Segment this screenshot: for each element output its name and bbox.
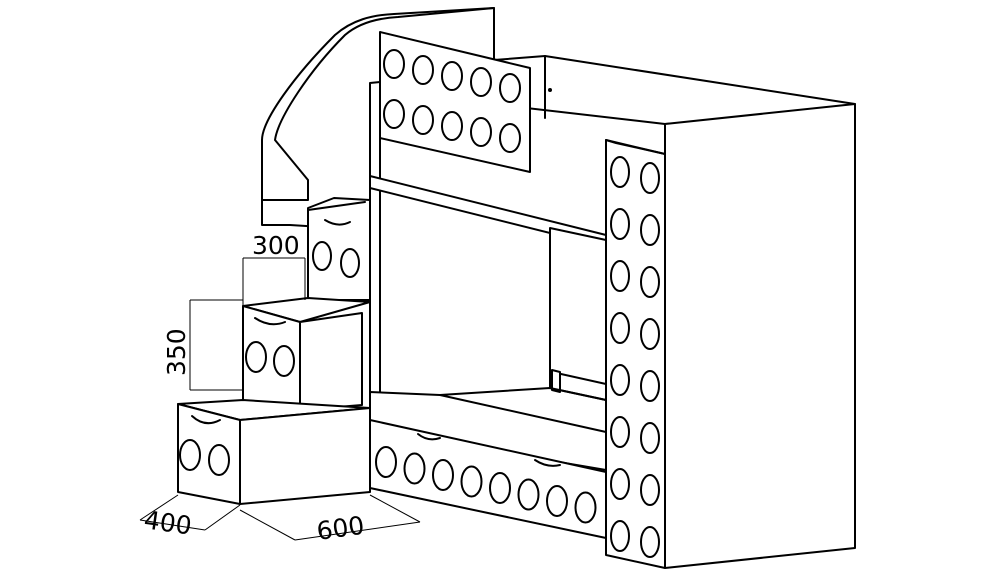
lower-back-bracket bbox=[551, 369, 561, 393]
drawer-stud bbox=[489, 472, 511, 504]
post-stud bbox=[610, 468, 630, 500]
post-stud bbox=[640, 266, 660, 298]
drawer-stud bbox=[574, 491, 597, 524]
post-stud bbox=[610, 312, 630, 344]
post-stud bbox=[610, 520, 630, 552]
stair-step-bottom-side bbox=[239, 407, 371, 505]
headboard-stud bbox=[412, 105, 434, 135]
step-stud bbox=[179, 439, 201, 471]
headboard-stud bbox=[383, 49, 405, 79]
post-stud bbox=[640, 318, 660, 350]
dimension-400-lines bbox=[139, 494, 241, 531]
headboard-stud bbox=[470, 67, 492, 97]
post-stud bbox=[640, 370, 660, 402]
dimension-400: 400 bbox=[139, 494, 241, 541]
step-bottom-handle bbox=[191, 415, 221, 425]
drawer-stud bbox=[460, 465, 483, 498]
post-stud bbox=[610, 364, 630, 396]
dimension-600: 600 bbox=[239, 494, 421, 546]
front-right-post bbox=[605, 139, 666, 569]
dimension-600-lines bbox=[239, 494, 421, 541]
post-stud bbox=[640, 162, 660, 194]
post-stud bbox=[640, 474, 660, 506]
step-middle-handle bbox=[254, 317, 286, 326]
headboard-stud bbox=[499, 73, 521, 103]
dimension-350-label: 350 bbox=[162, 328, 191, 376]
dimension-300: 300 bbox=[242, 231, 306, 306]
rear-panel-curve bbox=[261, 7, 495, 141]
post-top-edge bbox=[605, 139, 666, 155]
post-stud bbox=[610, 260, 630, 292]
stair-step-middle-side bbox=[299, 312, 363, 411]
dimension-600-label: 600 bbox=[315, 511, 366, 546]
stud-group bbox=[179, 49, 660, 558]
headboard-stud bbox=[412, 55, 434, 85]
headboard-stud bbox=[470, 117, 492, 147]
post-stud bbox=[640, 526, 660, 558]
headboard-stud bbox=[383, 99, 405, 129]
post-stud bbox=[610, 156, 630, 188]
step-stud bbox=[312, 241, 332, 271]
left-head-post bbox=[369, 81, 381, 403]
headboard-stud bbox=[441, 61, 463, 91]
step-top-lid bbox=[307, 201, 366, 211]
drawer-stud bbox=[546, 485, 568, 517]
dimension-350-lines bbox=[189, 299, 243, 391]
post-stud bbox=[610, 416, 630, 448]
rear-screw-dot bbox=[548, 88, 552, 92]
dimension-350: 350 bbox=[162, 299, 243, 391]
drawer-stud bbox=[375, 446, 397, 478]
drawer-handle-2 bbox=[534, 459, 561, 467]
step-stud bbox=[208, 444, 230, 476]
step-stud bbox=[340, 248, 360, 278]
headboard-stud bbox=[441, 111, 463, 141]
step-stud bbox=[273, 345, 295, 377]
headboard-stud bbox=[499, 123, 521, 153]
step-stud bbox=[245, 341, 267, 373]
lower-deck-back-edge bbox=[439, 387, 607, 401]
right-side-panel bbox=[664, 103, 856, 569]
dimension-300-lines bbox=[242, 257, 306, 306]
drawer-stud bbox=[432, 459, 454, 491]
post-stud bbox=[640, 422, 660, 454]
dimension-300-label: 300 bbox=[252, 231, 300, 260]
drawer-handle-1 bbox=[417, 433, 441, 441]
dimension-400-label: 400 bbox=[142, 505, 193, 540]
step-top-handle bbox=[324, 219, 351, 226]
drawer-stud bbox=[517, 478, 540, 511]
post-stud bbox=[610, 208, 630, 240]
post-stud bbox=[640, 214, 660, 246]
drawer-stud bbox=[403, 452, 426, 485]
